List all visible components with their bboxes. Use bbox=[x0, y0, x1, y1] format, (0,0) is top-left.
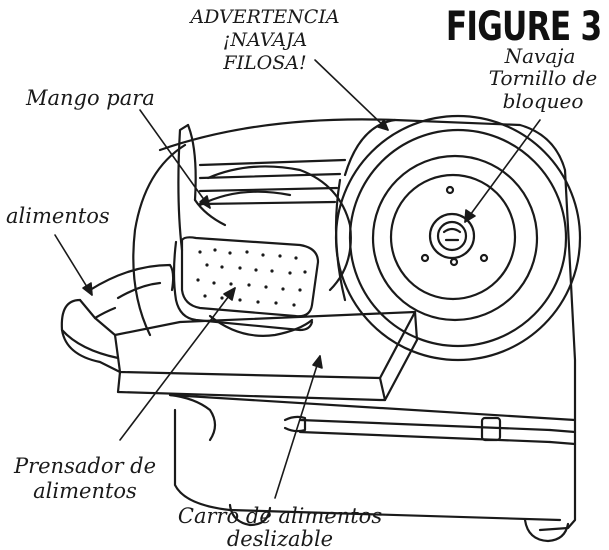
warning-line-1: ADVERTENCIA bbox=[190, 6, 340, 28]
handle-label-line-1: Mango para bbox=[26, 86, 155, 110]
lock-screw-line-1: Tornillo de bbox=[488, 66, 598, 90]
carriage-slide-bar bbox=[168, 393, 577, 446]
warning-line-2: ¡NAVAJA bbox=[222, 29, 308, 51]
carriage-line-2: deslizable bbox=[226, 527, 334, 550]
warning-label: ADVERTENCIA ¡NAVAJA FILOSA! bbox=[170, 8, 360, 73]
carriage-label: Carro de alimentos deslizable bbox=[170, 506, 390, 550]
handle-label-line-2: alimentos bbox=[6, 204, 110, 228]
food-pusher-label: Prensador de alimentos bbox=[10, 456, 160, 502]
blade-label: Navaja bbox=[504, 44, 576, 68]
food-handle bbox=[177, 123, 352, 292]
food-pusher-line-1: Prensador de bbox=[13, 454, 157, 478]
lock-screw-line-2: bloqueo bbox=[502, 89, 584, 113]
figure-title: FIGURE 3 bbox=[445, 4, 601, 50]
food-carriage bbox=[60, 263, 419, 402]
slicer-feet bbox=[228, 503, 570, 543]
warning-line-3: FILOSA! bbox=[223, 52, 307, 74]
carriage-line-1: Carro de alimentos bbox=[177, 504, 383, 528]
food-pusher-line-2: alimentos bbox=[33, 479, 137, 503]
slicer-housing bbox=[132, 118, 577, 532]
pusher-dots bbox=[196, 248, 307, 307]
leader-lines bbox=[54, 59, 541, 499]
lock-screw-label: Tornillo de bloqueo bbox=[478, 68, 608, 111]
blade bbox=[334, 114, 582, 362]
blade-guard bbox=[334, 118, 397, 302]
